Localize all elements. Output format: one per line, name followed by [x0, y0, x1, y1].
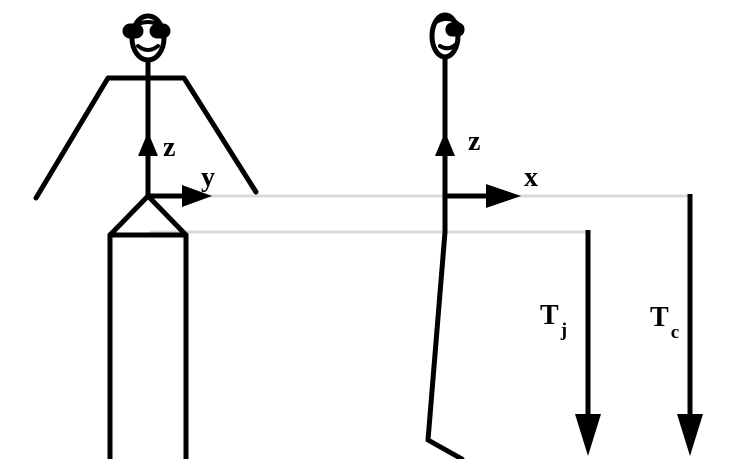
force-joint-symbol: T — [540, 300, 559, 331]
front-y-label: y — [201, 162, 215, 193]
side-z-label: z — [468, 126, 480, 157]
front-view-figure — [33, 13, 259, 459]
force-joint-subscript: j — [560, 320, 567, 341]
guide-lines — [150, 194, 690, 234]
force-com-subscript: c — [671, 322, 679, 343]
force-com-symbol: T — [650, 302, 669, 333]
force-joint-arrowhead — [575, 414, 601, 456]
front-head — [122, 13, 171, 63]
front-axes — [138, 132, 212, 207]
force-vector-joint — [575, 230, 601, 456]
side-head — [429, 12, 465, 60]
side-x-label: x — [524, 162, 538, 193]
force-com-arrowhead — [677, 414, 703, 456]
side-view-figure — [425, 12, 465, 459]
side-x-arrowhead — [486, 184, 521, 208]
side-axes — [435, 132, 521, 208]
front-y-arrowhead — [182, 185, 212, 207]
front-z-arrowhead — [138, 132, 158, 156]
front-z-label: z — [163, 132, 175, 163]
side-z-arrowhead — [435, 132, 455, 156]
force-vector-com — [677, 194, 703, 456]
